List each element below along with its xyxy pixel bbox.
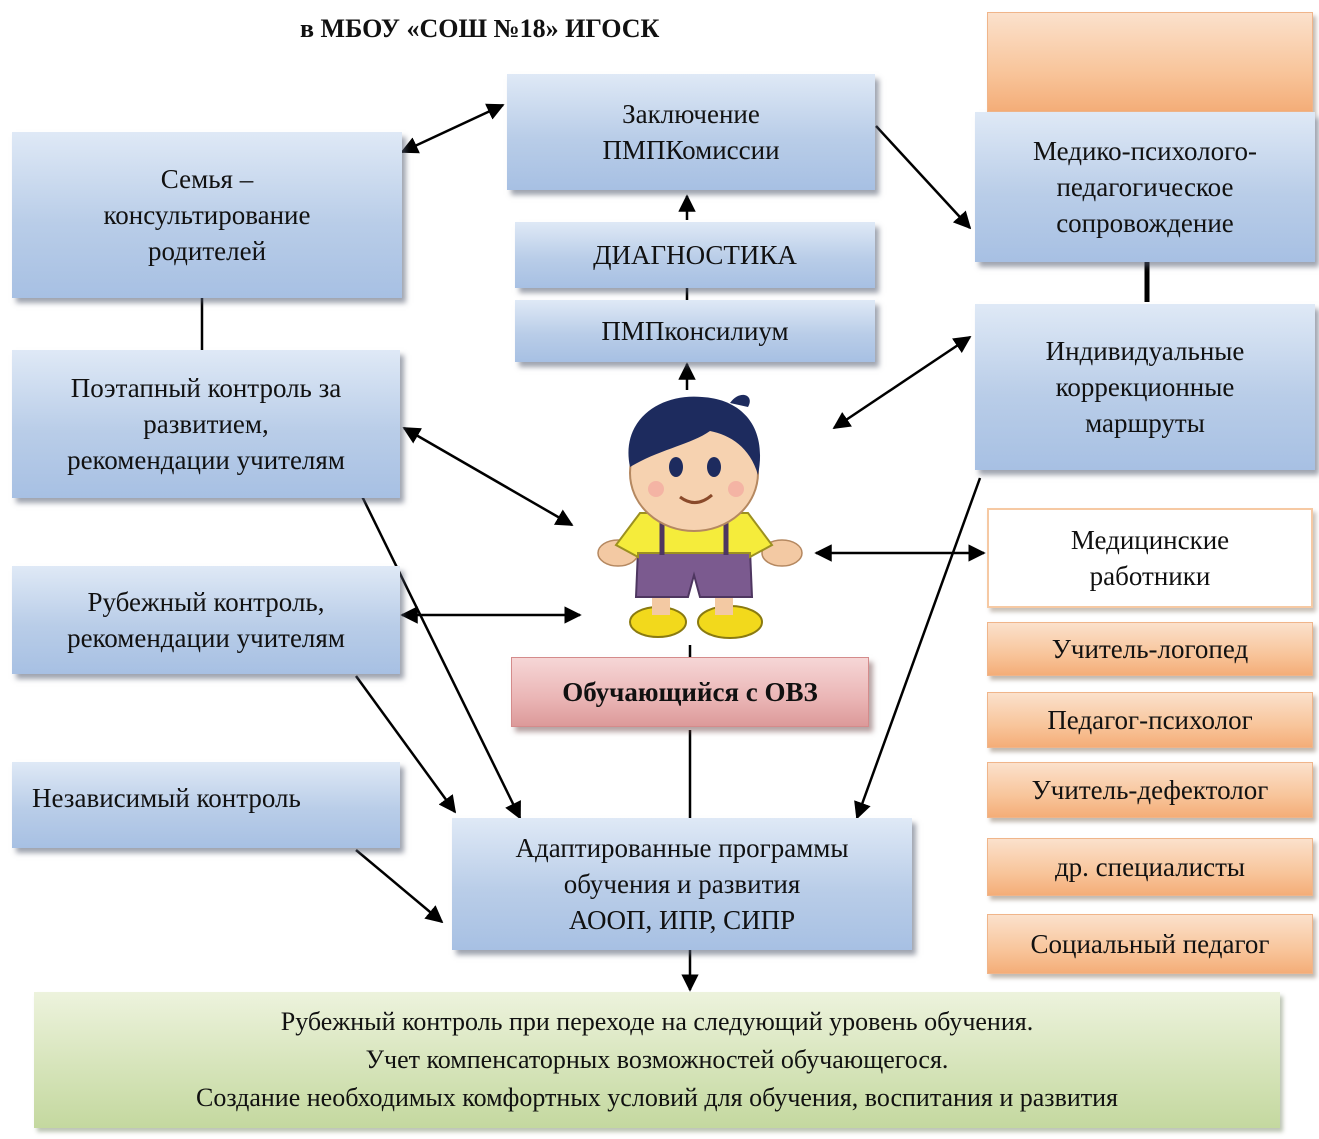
independent-control-box: Независимый контроль — [12, 762, 400, 848]
staged-control-line-1: Поэтапный контроль за — [70, 373, 342, 403]
result-box: Рубежный контроль при переходе на следую… — [34, 992, 1280, 1128]
defectologist-box: Учитель-дефектолог — [987, 762, 1313, 818]
psychologist-label: Педагог-психолог — [1047, 705, 1253, 735]
mpp-support-line-1: Медико-психолого- — [1032, 136, 1258, 166]
programs-line-2: обучения и развития — [563, 869, 801, 899]
arrow-routes-programs — [854, 477, 982, 820]
consilium-label: ПМПконсилиум — [601, 316, 789, 346]
staged-control-line-2: развитием, — [143, 409, 269, 439]
other-specialists-box: др. специалисты — [987, 838, 1313, 896]
programs-box: Адаптированные программы обучения и разв… — [452, 818, 912, 950]
independent-control-label: Независимый контроль — [32, 783, 301, 813]
medical-workers-box: Медицинские работники — [987, 508, 1313, 608]
correction-routes-box: Индивидуальные коррекционные маршруты — [975, 304, 1315, 470]
pmpk-conclusion-box: Заключение ПМПКомиссии — [507, 74, 875, 190]
staged-control-box: Поэтапный контроль за развитием, рекомен… — [12, 350, 400, 498]
pmpk-conclusion-line-1: Заключение — [622, 99, 760, 129]
diagram-title: в МБОУ «СОШ №18» ИГОСК — [300, 14, 660, 43]
mpp-support-line-2: педагогическое — [1056, 172, 1234, 202]
consilium-box: ПМПконсилиум — [515, 300, 875, 362]
family-line-2: консультирование — [103, 200, 311, 230]
other-specialists-label: др. специалисты — [1054, 852, 1246, 882]
orange-header-block — [987, 12, 1313, 112]
arrow-staged-programs — [354, 483, 522, 820]
social-pedagogue-label: Социальный педагог — [1030, 929, 1270, 959]
child-illustration — [597, 394, 803, 639]
speech-therapist-box: Учитель-логопед — [987, 622, 1313, 676]
arrow-independent-programs — [355, 849, 444, 924]
programs-line-3: АООП, ИПР, СИПР — [568, 905, 796, 935]
result-line-1: Рубежный контроль при переходе на следую… — [280, 1007, 1034, 1036]
diagnostics-box: ДИАГНОСТИКА — [515, 222, 875, 288]
correction-routes-line-1: Индивидуальные — [1045, 336, 1245, 366]
programs-line-1: Адаптированные программы — [515, 833, 849, 863]
defectologist-label: Учитель-дефектолог — [1031, 775, 1269, 805]
diagnostics-label: ДИАГНОСТИКА — [593, 240, 797, 270]
result-line-3: Создание необходимых комфортных условий … — [195, 1083, 1118, 1112]
correction-routes-line-2: коррекционные — [1055, 372, 1235, 402]
correction-routes-line-3: маршруты — [1085, 408, 1205, 438]
family-line-1: Семья – — [160, 164, 254, 194]
family-line-3: родителей — [147, 236, 267, 266]
arrow-staged-child — [402, 426, 574, 527]
arrow-family-conclusion — [400, 103, 505, 154]
social-pedagogue-box: Социальный педагог — [987, 914, 1313, 974]
student-label: Обучающийся с ОВЗ — [562, 677, 818, 707]
arrow-boundary-programs — [354, 675, 457, 814]
speech-therapist-label: Учитель-логопед — [1051, 634, 1249, 664]
boundary-control-box: Рубежный контроль, рекомендации учителям — [12, 566, 400, 674]
medical-workers-line-1: Медицинские — [1070, 525, 1230, 555]
arrow-conclusion-support — [875, 125, 972, 230]
staged-control-line-3: рекомендации учителям — [67, 445, 345, 475]
student-box: Обучающийся с ОВЗ — [511, 657, 869, 727]
mpp-support-box: Медико-психолого- педагогическое сопрово… — [975, 112, 1315, 262]
medical-workers-line-2: работники — [1089, 561, 1211, 591]
mpp-support-line-3: сопровождение — [1056, 208, 1234, 238]
result-line-2: Учет компенсаторных возможностей обучающ… — [365, 1045, 949, 1074]
psychologist-box: Педагог-психолог — [987, 692, 1313, 748]
boundary-control-line-1: Рубежный контроль, — [87, 587, 325, 617]
arrow-child-routes — [832, 335, 972, 430]
pmpk-conclusion-line-2: ПМПКомиссии — [602, 135, 780, 165]
boundary-control-line-2: рекомендации учителям — [67, 623, 345, 653]
family-box: Семья – консультирование родителей — [12, 132, 402, 298]
